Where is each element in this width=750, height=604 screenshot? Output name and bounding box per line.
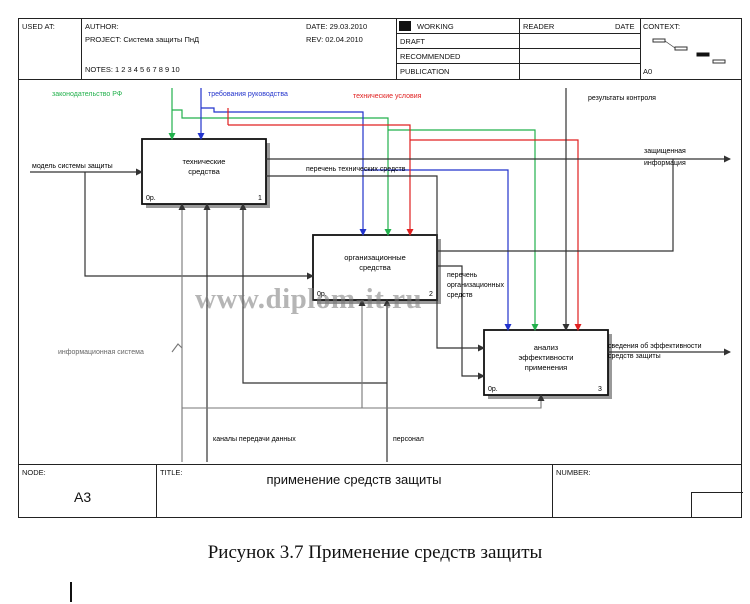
label-info-out-line-1: защищенная xyxy=(644,148,686,155)
box-3-title-line-3: применения xyxy=(525,363,567,372)
label-mgmt: требования руководства xyxy=(208,90,288,98)
author-label: AUTHOR: xyxy=(85,22,119,31)
arrow-model xyxy=(30,168,314,280)
label-tech-list: перечень технических средств xyxy=(306,166,406,173)
node-label: NODE: xyxy=(22,468,46,477)
label-law: законодательство РФ xyxy=(52,91,122,98)
used-at-label: USED AT: xyxy=(22,22,55,31)
context-label: CONTEXT: xyxy=(643,22,681,31)
diagram-title: применение средств защиты xyxy=(266,472,442,487)
box-2-cost: 0р. xyxy=(317,291,327,298)
arrow-info-sys xyxy=(171,203,545,462)
box-3-title-line-2: эффективности xyxy=(518,353,573,362)
status-working: WORKING xyxy=(417,22,454,31)
box-3-cost: 0р. xyxy=(488,386,498,393)
box-3-number: 3 xyxy=(598,386,602,393)
label-personnel: персонал xyxy=(393,436,424,443)
node-value: A3 xyxy=(74,489,92,505)
arrow-tech-cond xyxy=(227,108,582,331)
function-box-3 xyxy=(483,329,612,399)
label-control: результаты контроля xyxy=(588,95,656,102)
arrow-law xyxy=(168,88,539,331)
context-thumbnail xyxy=(652,38,726,64)
label-org-list-line-2: организационных xyxy=(447,282,505,289)
status-marker xyxy=(399,21,411,31)
label-channels: каналы передачи данных xyxy=(213,436,296,443)
label-org-list-line-1: перечень xyxy=(447,272,478,279)
label-info-out-line-2: информация xyxy=(644,160,686,167)
box-2-title-line-2: средства xyxy=(359,263,391,272)
box-1-cost: 0р. xyxy=(146,195,156,202)
reader-date-label: DATE xyxy=(615,22,635,31)
label-model: модель системы защиты xyxy=(32,163,113,170)
header-block: USED AT: AUTHOR: PROJECT: Система защиты… xyxy=(19,19,741,80)
label-info-sys: информационная система xyxy=(58,349,144,356)
box-1-title-line-1: технические xyxy=(183,157,226,166)
reader-label: READER xyxy=(523,22,555,31)
arrow-personnel xyxy=(239,203,391,462)
rev-label: REV: 02.04.2010 xyxy=(306,35,363,44)
box-3-title-line-1: анализ xyxy=(534,343,559,352)
function-box-2 xyxy=(312,234,441,304)
idef0-frame: USED AT: AUTHOR: PROJECT: Система защиты… xyxy=(18,18,743,518)
function-box-1 xyxy=(141,138,270,208)
label-org-list-line-3: средств xyxy=(447,292,473,299)
status-recommended: RECOMMENDED xyxy=(400,52,461,61)
arrow-org-out xyxy=(437,159,674,252)
number-label: NUMBER: xyxy=(556,468,591,477)
label-effect-line-1: сведения об эффективности xyxy=(608,342,702,350)
notes-label: NOTES: 1 2 3 4 5 6 7 8 9 10 xyxy=(85,65,180,74)
box-2-title-line-1: организационные xyxy=(344,253,406,262)
text-cursor xyxy=(70,582,72,602)
title-label: TITLE: xyxy=(160,468,183,477)
box-1-number: 1 xyxy=(258,195,262,202)
arrow-mgmt xyxy=(197,88,512,331)
project-label: PROJECT: Система защиты ПнД xyxy=(85,35,200,44)
label-effect-line-2: средств защиты xyxy=(608,353,661,360)
arrow-org-list xyxy=(437,265,485,380)
box-1-title-line-2: средства xyxy=(188,167,220,176)
context-node-id: A0 xyxy=(643,67,653,76)
box-2-number: 2 xyxy=(429,291,433,298)
label-tech-cond: технические условия xyxy=(353,93,422,100)
status-publication: PUBLICATION xyxy=(400,67,450,76)
figure-caption: Рисунок 3.7 Применение средств защиты xyxy=(207,542,543,563)
date-label: DATE: 29.03.2010 xyxy=(306,22,368,31)
footer-block: NODE: A3 TITLE: применение средств защит… xyxy=(19,464,743,517)
status-draft: DRAFT xyxy=(400,37,425,46)
arrow-tech-list xyxy=(266,175,485,352)
watermark: www.diplom-it.ru xyxy=(195,283,423,315)
